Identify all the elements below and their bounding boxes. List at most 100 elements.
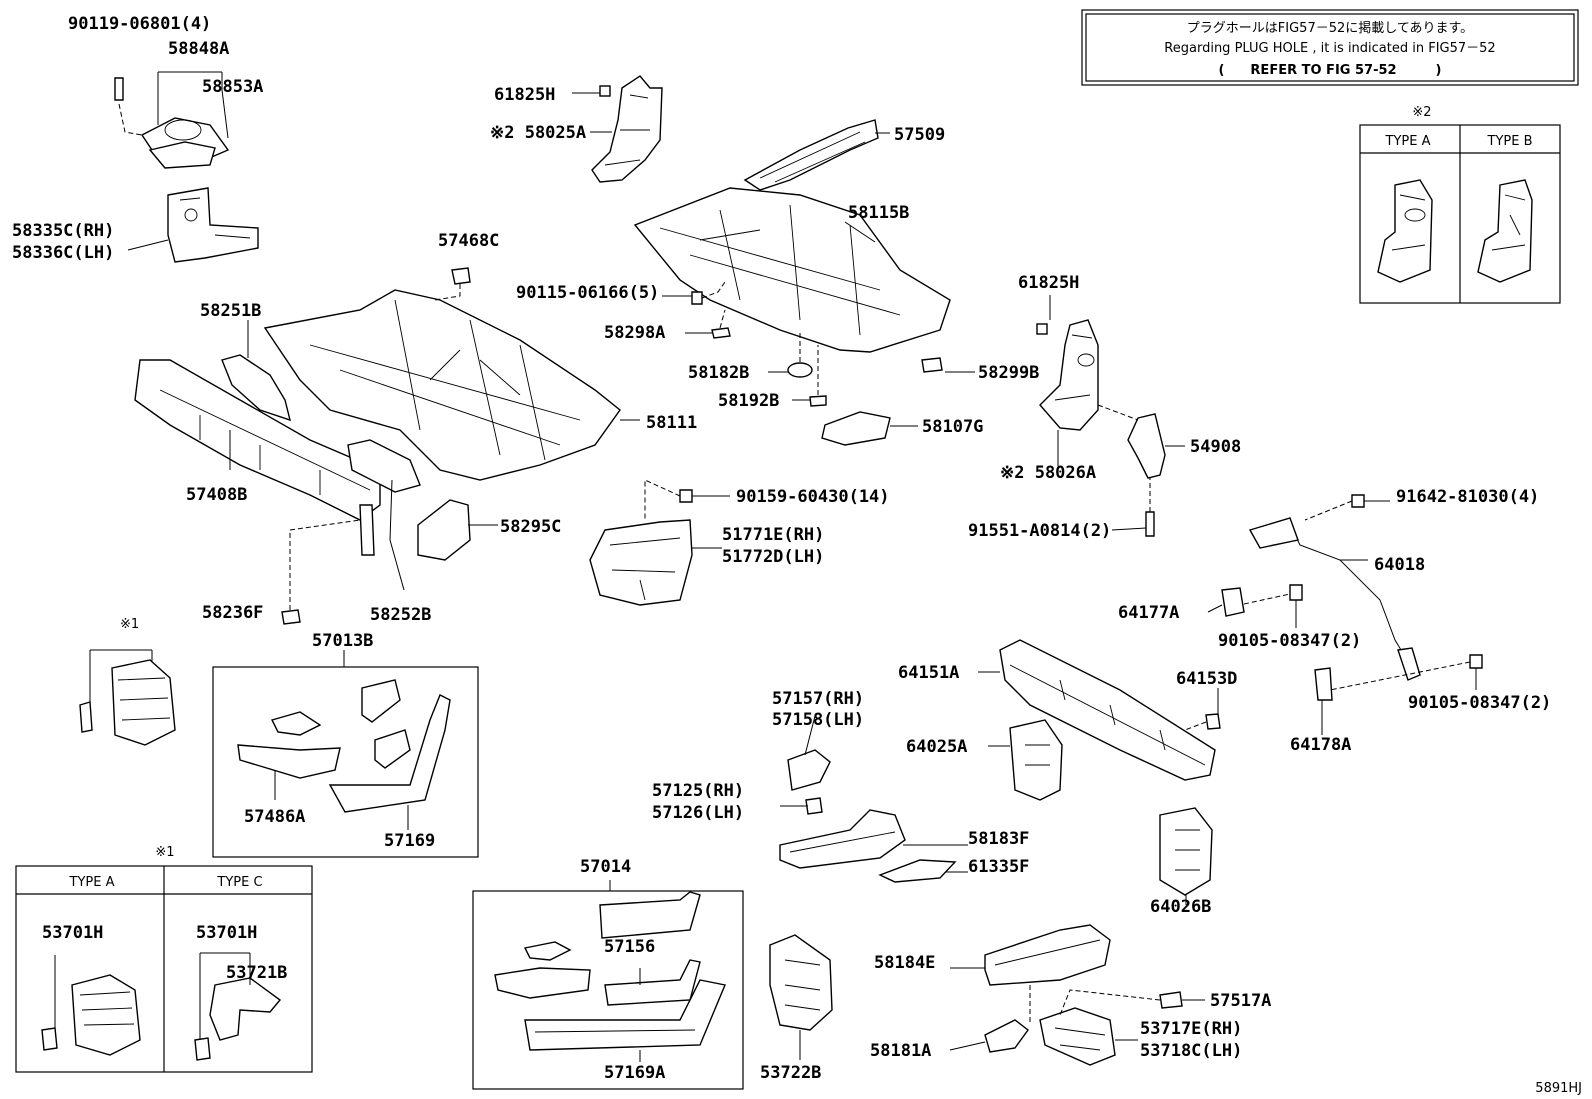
label-61825H-lower: 61825H: [1018, 273, 1079, 293]
drawing-code: 5891HJ: [1535, 1081, 1582, 1096]
part-64025A-drawing: [1009, 719, 1063, 801]
part-58335C-drawing: [167, 187, 259, 263]
part-57509-drawing: [743, 119, 879, 191]
type-box-1-type-a: TYPE A: [69, 875, 115, 890]
label-54908: 54908: [1190, 437, 1241, 457]
part-57486A-drawing: [237, 744, 341, 779]
label-90105-08347-upper: 90105-08347(2): [1218, 631, 1361, 651]
part-64018-drawing: [1248, 517, 1299, 549]
label-64018: 64018: [1374, 555, 1425, 575]
part-51771E-drawing: [589, 519, 693, 606]
label-91551-A0814: 91551-A0814(2): [968, 521, 1111, 541]
bolt-90115-drawing: [691, 291, 703, 305]
label-53721B: 53721B: [226, 963, 287, 983]
label-64025A: 64025A: [906, 737, 967, 757]
bolt-91642-drawing: [1351, 494, 1365, 508]
part-58252B-leg-drawing: [359, 504, 375, 556]
label-51771E-rh: 51771E(RH): [722, 525, 824, 545]
label-57468C: 57468C: [438, 231, 499, 251]
type-box-1-mark: ※1: [155, 845, 174, 860]
part-57517A-drawing: [1159, 991, 1183, 1009]
label-58298A: 58298A: [604, 323, 665, 343]
label-57014: 57014: [580, 857, 631, 877]
label-58251B: 58251B: [200, 301, 261, 321]
part-61825H-b-drawing: [1036, 323, 1048, 335]
label-57157-rh: 57157(RH): [772, 689, 864, 709]
label-90119-06801: 90119-06801(4): [68, 14, 211, 34]
label-51772D-lh: 51772D(LH): [722, 547, 824, 567]
label-53717E-rh: 53717E(RH): [1140, 1019, 1242, 1039]
label-90115-06166: 90115-06166(5): [516, 283, 659, 303]
group-frame-57014: [472, 890, 744, 1090]
part-64177A-drawing: [1221, 587, 1245, 617]
label-mark-1: ※1: [120, 617, 139, 632]
part-61825H-a-drawing: [599, 85, 611, 97]
label-58336C-lh: 58336C(LH): [12, 243, 114, 263]
type-a-extension-drawing: [71, 974, 141, 1056]
label-58026A: ※2 58026A: [1000, 463, 1096, 483]
label-58252B: 58252B: [370, 605, 431, 625]
label-64026B: 64026B: [1150, 897, 1211, 917]
part-58183F-drawing: [779, 809, 906, 869]
part-57468C-drawing: [451, 267, 471, 285]
label-58335C-rh: 58335C(RH): [12, 221, 114, 241]
label-53701H-type-a: 53701H: [42, 923, 103, 943]
notice-refer: ( REFER TO FIG 57-52 ): [1218, 63, 1441, 78]
type-c-extension-drawing: [209, 977, 282, 1041]
part-extension-1-drawing: [111, 659, 176, 746]
label-58295C: 58295C: [500, 517, 561, 537]
label-57126-lh: 57126(LH): [652, 803, 744, 823]
part-57169A-drawing: [524, 979, 726, 1051]
part-61335F-drawing: [878, 859, 957, 883]
bolt-90105-b-drawing: [1469, 654, 1483, 669]
label-57158-lh: 57158(LH): [772, 710, 864, 730]
part-58251B-drawing: [221, 354, 291, 422]
label-53718C-lh: 53718C(LH): [1140, 1041, 1242, 1061]
part-53722B-drawing: [769, 934, 833, 1031]
part-58236F-drawing: [281, 609, 301, 625]
bolt-91551-drawing: [1145, 511, 1155, 537]
label-64177A: 64177A: [1118, 603, 1179, 623]
label-58107G: 58107G: [922, 417, 983, 437]
label-90105-08347-lower: 90105-08347(2): [1408, 693, 1551, 713]
label-58192B: 58192B: [718, 391, 779, 411]
type-b-bracket-drawing: [1477, 179, 1533, 283]
part-58025A-drawing: [591, 75, 663, 183]
part-57169-drawing: [328, 694, 451, 813]
label-57169: 57169: [384, 831, 435, 851]
label-57125-rh: 57125(RH): [652, 781, 744, 801]
part-58184E-drawing: [984, 924, 1111, 986]
label-61825H-upper: 61825H: [494, 85, 555, 105]
part-58181A-drawing: [984, 1019, 1029, 1053]
bolt-90159-drawing: [679, 489, 693, 503]
label-64153D: 64153D: [1176, 669, 1237, 689]
notice-frame: [1081, 9, 1579, 86]
label-57169A: 57169A: [604, 1063, 665, 1083]
part-58295C-drawing: [417, 499, 471, 561]
label-61335F: 61335F: [968, 857, 1029, 877]
label-57509: 57509: [894, 125, 945, 145]
bolt-90105-a-drawing: [1289, 584, 1303, 601]
part-58299B-drawing: [921, 357, 943, 373]
label-90159-60430: 90159-60430(14): [736, 487, 890, 507]
label-57486A: 57486A: [244, 807, 305, 827]
label-58236F: 58236F: [202, 603, 263, 623]
label-58181A: 58181A: [870, 1041, 931, 1061]
type-box-2-mark: ※2: [1412, 105, 1431, 120]
part-64151A-drawing: [999, 639, 1216, 781]
label-58853A: 58853A: [202, 77, 263, 97]
label-58182B: 58182B: [688, 363, 749, 383]
part-58026A-drawing: [1039, 319, 1099, 431]
part-58252B-drawing: [347, 439, 421, 493]
label-64178A: 64178A: [1290, 735, 1351, 755]
leader-lines: [54, 71, 1477, 1062]
part-53717E-drawing: [1039, 1007, 1116, 1066]
label-58115B: 58115B: [848, 203, 909, 223]
label-53722B: 53722B: [760, 1063, 821, 1083]
part-58182B-drawing: [787, 362, 813, 378]
part-58115B-drawing: [633, 187, 951, 353]
notice-jp: プラグホールはFIG57－52に掲載してあります。: [1187, 20, 1473, 36]
part-58107G-drawing: [821, 411, 891, 446]
part-57157-drawing: [787, 749, 831, 791]
